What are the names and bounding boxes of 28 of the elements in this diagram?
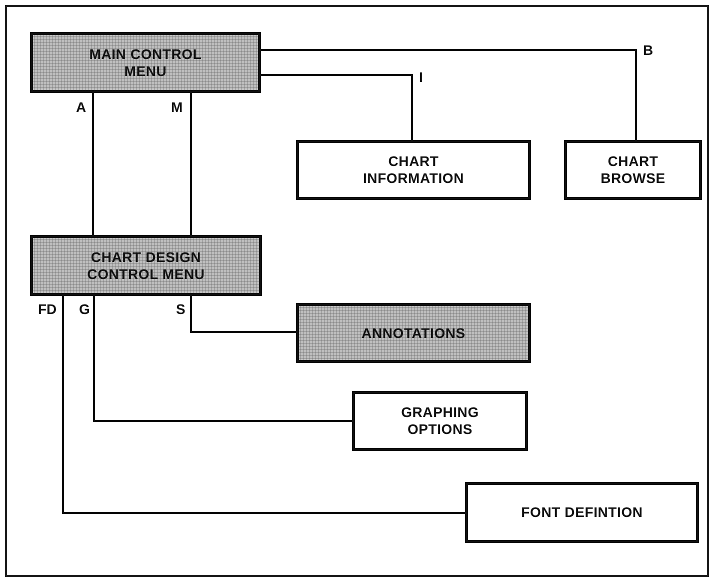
box-label: CHART BROWSE <box>600 153 666 187</box>
edge-label: FD <box>38 302 57 316</box>
edge-label: G <box>79 302 90 316</box>
connector-line <box>261 74 413 140</box>
box-label: GRAPHING OPTIONS <box>400 404 480 438</box>
edge-label: A <box>76 100 86 114</box>
screen-box <box>352 391 528 451</box>
menu-box <box>296 303 531 363</box>
edge-label: S <box>176 302 186 316</box>
menu-box <box>30 32 261 93</box>
edge-label: B <box>643 43 654 57</box>
edge-label: M <box>171 100 183 114</box>
connector-line <box>190 296 296 333</box>
box-label: CHART INFORMATION <box>362 153 466 187</box>
box-label: CHART DESIGN CONTROL MENU <box>86 248 206 282</box>
connector-line <box>92 93 94 235</box>
screen-box <box>564 140 702 200</box>
screen-box <box>465 482 699 543</box>
box-label: MAIN CONTROL MENU <box>88 46 203 80</box>
edge-label: I <box>419 70 423 84</box>
connector-line <box>261 49 637 140</box>
connector-line <box>190 93 192 235</box>
screen-box <box>296 140 531 200</box>
connector-line <box>62 296 465 514</box>
connector-line <box>93 296 352 422</box>
menu-box <box>30 235 262 296</box>
box-label: ANNOTATIONS <box>362 324 466 342</box>
box-label: FONT DEFINTION <box>521 504 643 521</box>
